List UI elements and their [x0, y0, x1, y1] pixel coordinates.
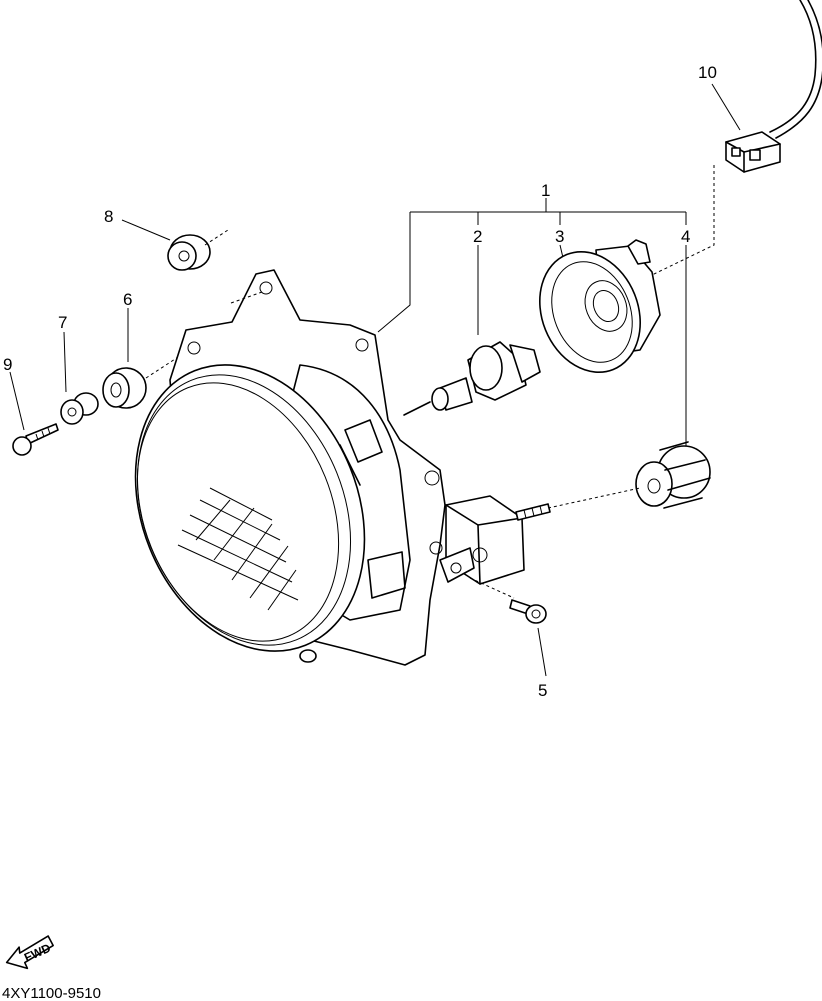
callout-1: 1	[541, 181, 550, 200]
bulb-2	[403, 245, 541, 416]
callout-6: 6	[123, 290, 132, 309]
callout-labels: 1 2 3 4 5 6 7 8 9 10	[3, 63, 741, 700]
screw-9	[9, 371, 59, 456]
lens-pattern	[177, 487, 299, 611]
grommet-8	[121, 219, 229, 271]
callout-9: 9	[3, 355, 12, 374]
callout-3: 3	[555, 227, 564, 246]
callout-1-bracket	[377, 198, 687, 333]
bulb-cover-3	[538, 239, 661, 374]
grommet-6	[102, 308, 193, 409]
diagram-code: 4XY1100-9510	[2, 985, 101, 1001]
wire-harness-connector	[651, 0, 822, 276]
callout-7: 7	[58, 313, 67, 332]
headlight-unit	[134, 269, 446, 666]
collar-7	[60, 331, 99, 425]
callout-5: 5	[538, 681, 547, 700]
callout-10: 10	[698, 63, 717, 82]
adjusting-screw	[439, 495, 551, 585]
callout-8: 8	[104, 207, 113, 226]
adjuster-4	[547, 245, 711, 509]
callout-4: 4	[681, 227, 690, 246]
callout-2: 2	[473, 227, 482, 246]
fwd-arrow-icon: FWD	[5, 935, 54, 970]
screw-5	[469, 577, 547, 677]
fwd-label: FWD	[22, 941, 53, 965]
